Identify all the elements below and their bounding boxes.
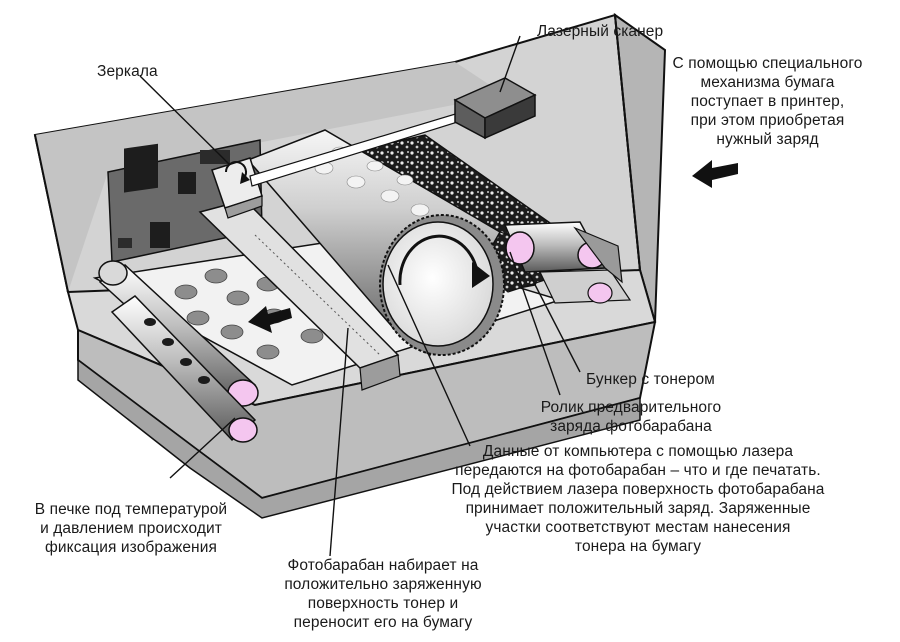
label-fuser: В печке под температурой и давлением про…: [34, 501, 228, 556]
fuser-rollers: [98, 260, 259, 443]
paper-feed-arrow: [692, 160, 738, 188]
case-left-back-wall: [35, 62, 505, 292]
label-photo-drum: Фотобарабан набирает на положительно зар…: [284, 557, 482, 631]
mirror-unit: [211, 157, 263, 219]
drum-end-gear: [379, 214, 505, 356]
paper-exit-arrow: [248, 306, 292, 333]
label-paper-feed: С помощью специального механизма бумага …: [672, 55, 863, 148]
label-laser-scanner: Лазерный сканер: [537, 23, 664, 40]
label-charge-roller: Ролик предварительного заряда фотобараба…: [540, 399, 722, 435]
leader-lines: [139, 35, 581, 557]
label-laser-data: Данные от компьютера с помощью лазера пе…: [451, 443, 825, 555]
case-front-lip: [77, 358, 641, 519]
label-mirrors: Зеркала: [97, 63, 158, 80]
label-toner-hopper: Бункер с тонером: [586, 371, 715, 388]
laser-scanner-box: [453, 77, 537, 140]
charge-roller: [503, 221, 632, 304]
